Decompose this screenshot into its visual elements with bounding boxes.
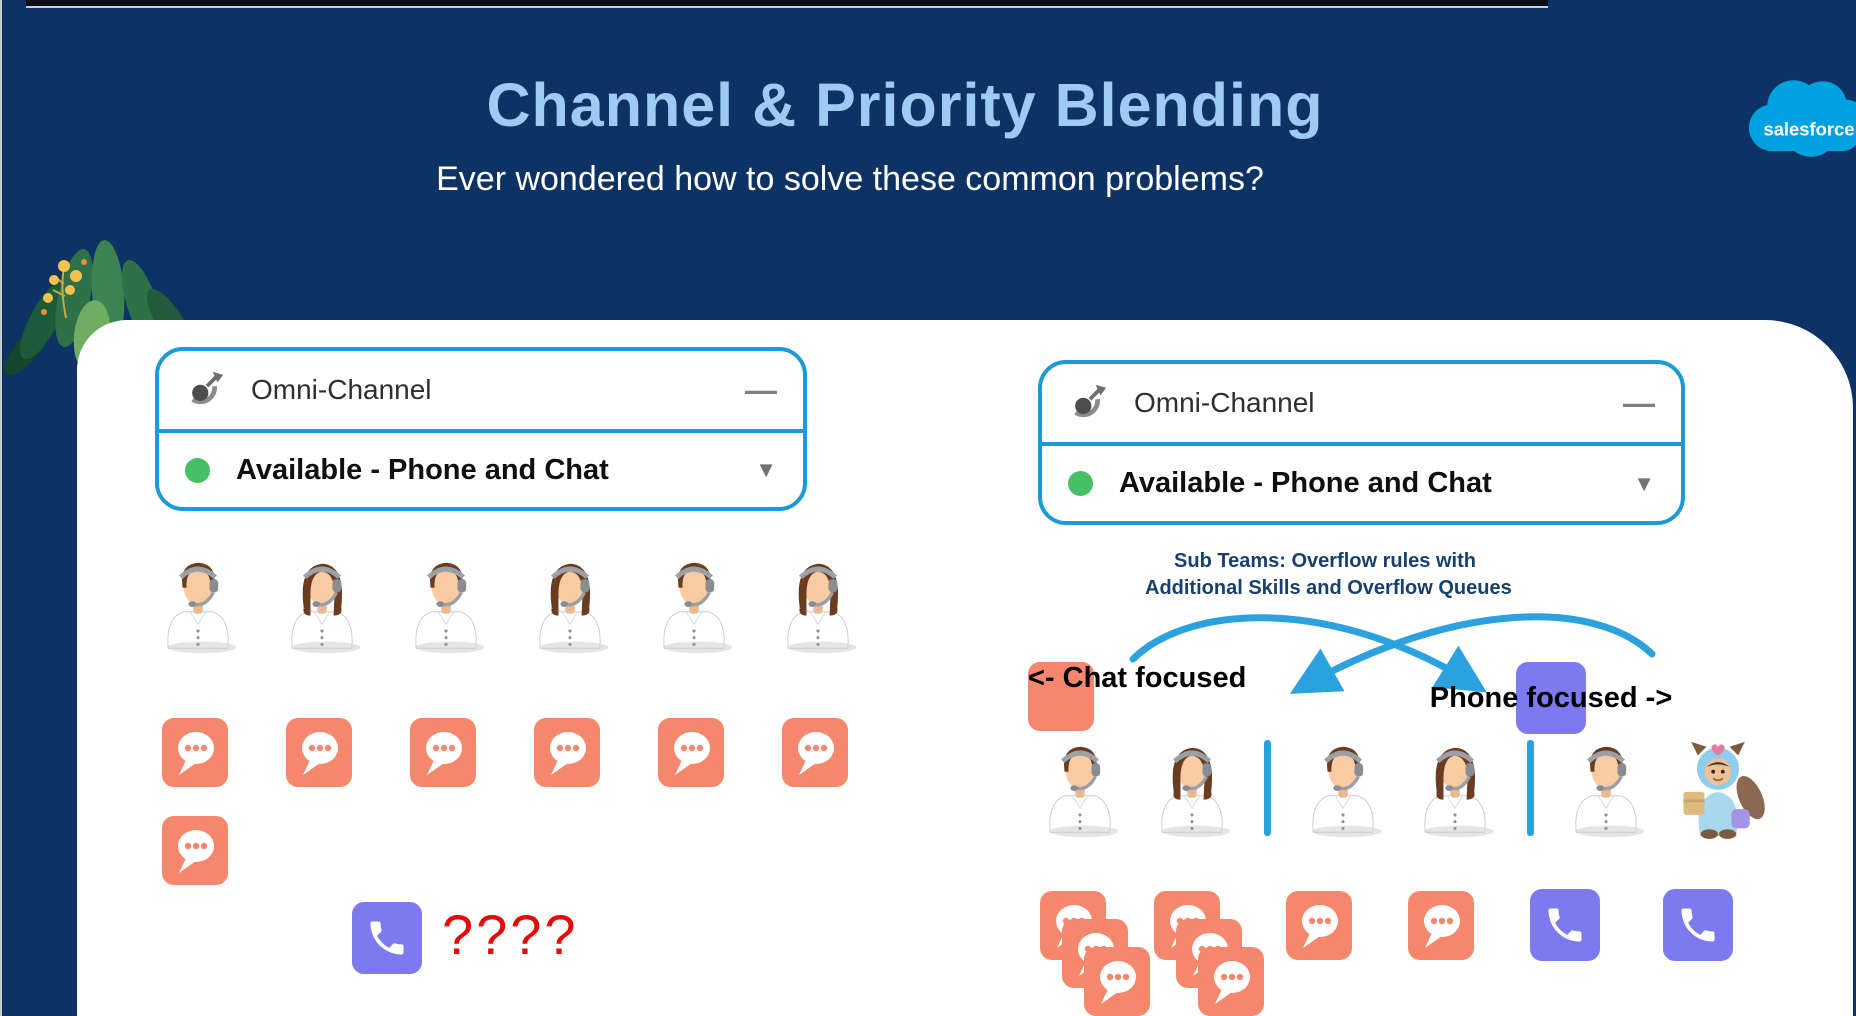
widget-title: Omni-Channel	[251, 374, 432, 405]
crossing-arrows-illustration	[1129, 613, 1656, 694]
omni-channel-icon	[185, 369, 227, 411]
phone-icon	[1530, 889, 1600, 961]
chat-icon	[1084, 947, 1150, 1016]
phone-icon	[1663, 889, 1733, 961]
agent-female-icon	[274, 556, 370, 656]
agent-male-icon	[1032, 740, 1128, 840]
slide-subtitle: Ever wondered how to solve these common …	[436, 160, 1264, 198]
agent-female-icon	[1144, 740, 1240, 840]
subteams-caption: Sub Teams: Overflow rules with Additiona…	[1145, 548, 1512, 602]
omni-channel-widget-left: Omni-Channel — Available - Phone and Cha…	[155, 347, 807, 511]
chat-icon	[410, 718, 476, 787]
subteam-divider	[1264, 740, 1271, 836]
phone-icon	[352, 902, 422, 974]
status-dropdown[interactable]: Available - Phone and Chat ▼	[1042, 446, 1681, 521]
astro-mascot-icon	[1670, 736, 1766, 840]
chat-icon	[534, 718, 600, 787]
subteams-caption-line1: Sub Teams: Overflow rules with	[1174, 550, 1476, 572]
minimize-button[interactable]: —	[1623, 385, 1655, 421]
agent-male-icon	[398, 556, 494, 656]
right-agents-row	[1032, 736, 1766, 840]
chat-icon	[162, 816, 228, 885]
chat-stack	[1040, 891, 1154, 1016]
status-available-dot	[185, 457, 210, 483]
salesforce-logo: salesforce	[1748, 80, 1856, 157]
chat-icon	[1286, 891, 1352, 960]
chat-stack	[1154, 891, 1268, 1016]
chat-icon	[162, 718, 228, 787]
omni-channel-icon	[1068, 382, 1110, 424]
agent-female-icon	[522, 556, 618, 656]
agent-male-icon	[1295, 740, 1391, 840]
omni-channel-widget-right: Omni-Channel — Available - Phone and Cha…	[1038, 360, 1685, 525]
minimize-button[interactable]: —	[745, 372, 777, 408]
widget-title: Omni-Channel	[1134, 387, 1315, 418]
top-bar	[26, 0, 1548, 6]
agent-male-icon	[150, 556, 246, 656]
widget-header: Omni-Channel —	[159, 351, 803, 433]
chat-focused-label: <- Chat focused	[1028, 662, 1246, 731]
chevron-down-icon[interactable]: ▼	[1633, 470, 1655, 496]
status-label: Available - Phone and Chat	[236, 453, 609, 486]
status-label: Available - Phone and Chat	[1119, 467, 1492, 499]
salesforce-logo-text: salesforce	[1763, 119, 1854, 140]
question-marks-label: ????	[442, 903, 579, 966]
subteam-divider	[1527, 740, 1534, 836]
left-chat-queue-row	[162, 718, 848, 787]
agent-female-icon	[1407, 740, 1503, 840]
chat-icon	[782, 718, 848, 787]
slide-title: Channel & Priority Blending	[486, 71, 1324, 139]
chat-icon	[286, 718, 352, 787]
subteams-caption-line2: Additional Skills and Overflow Queues	[1145, 577, 1512, 599]
agent-male-icon	[1558, 740, 1654, 840]
chat-icon	[658, 718, 724, 787]
chevron-down-icon[interactable]: ▼	[755, 457, 777, 482]
left-agents-row	[150, 556, 866, 656]
status-dropdown[interactable]: Available - Phone and Chat ▼	[159, 433, 803, 507]
agent-male-icon	[646, 556, 742, 656]
agent-female-icon	[770, 556, 866, 656]
chat-icon	[1408, 891, 1474, 960]
phone-focused-label: Phone focused ->	[1430, 662, 1672, 734]
top-bar-underline	[26, 6, 1548, 8]
window-edge	[0, 0, 2, 1016]
status-available-dot	[1068, 471, 1093, 496]
chat-icon	[1198, 947, 1264, 1016]
widget-header: Omni-Channel —	[1042, 364, 1681, 446]
